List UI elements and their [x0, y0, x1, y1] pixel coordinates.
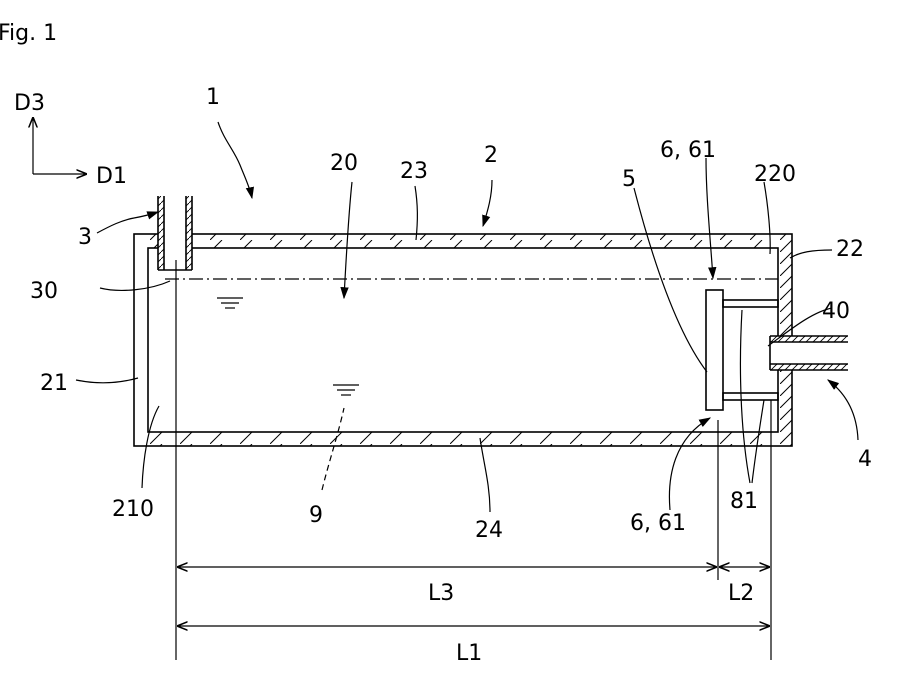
- label-gap-top: 6, 61: [660, 138, 716, 163]
- plate: [706, 290, 723, 410]
- leader-81-a: [740, 310, 750, 483]
- leader-4: [828, 380, 858, 440]
- leader-9: [322, 408, 344, 490]
- d1-label: D1: [96, 164, 127, 189]
- label-right-wall: 22: [836, 237, 864, 262]
- label-dim-l2: L2: [728, 581, 754, 606]
- leader-1: [218, 122, 252, 198]
- figure-caption: Fig. 1: [0, 21, 57, 46]
- liquid-surface-symbol-2: [333, 385, 359, 395]
- dimension-lines: [178, 567, 769, 626]
- tank-inner-wall: [148, 248, 778, 432]
- label-supports: 81: [730, 489, 758, 514]
- direction-axes: D3 D1: [14, 91, 127, 189]
- leader-5: [634, 188, 707, 372]
- leader-lines: [76, 122, 858, 512]
- label-left-inner-surface: 210: [112, 497, 154, 522]
- label-outlet-pipe: 4: [858, 447, 872, 472]
- label-left-wall: 21: [40, 371, 68, 396]
- label-liquid: 9: [309, 503, 323, 528]
- label-right-inner-surface: 220: [754, 162, 796, 187]
- label-inlet-pipe: 3: [78, 225, 92, 250]
- label-plate: 5: [622, 167, 636, 192]
- label-outlet-opening: 40: [822, 299, 850, 324]
- label-interior: 20: [330, 151, 358, 176]
- support-upper: [723, 300, 778, 307]
- outlet-pipe: [770, 336, 848, 370]
- label-gap-bottom: 6, 61: [630, 511, 686, 536]
- tank: [134, 234, 792, 446]
- dimension-extension-lines: [176, 260, 771, 660]
- label-device: 1: [206, 85, 220, 110]
- leader-2: [483, 180, 492, 226]
- leader-24: [480, 438, 490, 512]
- support-lower: [723, 393, 778, 400]
- leader-3: [97, 212, 158, 233]
- label-pipe-opening: 30: [30, 279, 58, 304]
- tank-outer-wall: [134, 234, 792, 446]
- leader-61-top: [706, 158, 713, 278]
- leader-22: [790, 250, 832, 258]
- liquid-surface-symbol-1: [217, 298, 243, 308]
- label-dim-l3: L3: [428, 581, 454, 606]
- leader-21: [76, 378, 138, 383]
- label-bottom-wall: 24: [475, 518, 503, 543]
- label-tank: 2: [484, 143, 498, 168]
- d3-label: D3: [14, 91, 45, 116]
- label-top-wall: 23: [400, 159, 428, 184]
- tank-wall-hatching: [134, 234, 792, 446]
- inlet-pipe: [158, 196, 192, 270]
- label-dim-l1: L1: [456, 641, 482, 666]
- leader-23: [415, 186, 417, 240]
